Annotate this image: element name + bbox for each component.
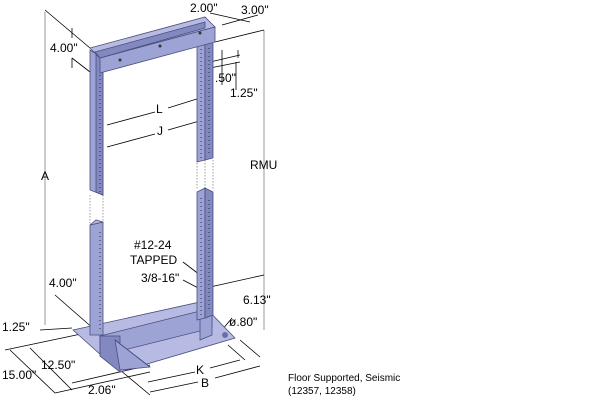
dim-a: A (41, 169, 49, 183)
dim-base-edge: 1.25" (2, 320, 30, 334)
dim-base-inner-depth: 12.50" (41, 358, 75, 372)
dim-top-depth-inner: 2.00" (190, 1, 218, 15)
dim-base-inset: 2.06" (88, 383, 116, 397)
dimension-labels: 2.00" 3.00" 4.00" .50" 1.25" L J A RMU #… (2, 1, 277, 397)
caption: Floor Supported, Seismic (12357, 12358) (288, 373, 400, 397)
dim-top-height: 4.00" (50, 41, 78, 55)
break-lines (89, 160, 214, 225)
right-upright (196, 32, 214, 321)
thread-label-2: TAPPED (130, 253, 177, 267)
dim-b: B (201, 376, 209, 390)
thread-label-3: 3/8-16" (141, 271, 179, 285)
dim-hole-diameter: ø.80" (229, 315, 257, 329)
dim-base-offset: 6.13" (243, 293, 271, 307)
left-upright (89, 49, 104, 336)
caption-models: (12357, 12358) (288, 386, 356, 397)
dim-base-height: 4.00" (49, 276, 77, 290)
dim-hole-spacing: .50" (215, 71, 236, 85)
dim-hole-pitch: 1.25" (230, 86, 258, 100)
caption-title: Floor Supported, Seismic (288, 373, 400, 384)
dim-k: K (196, 363, 204, 377)
dim-l: L (156, 102, 163, 116)
thread-label-1: #12-24 (134, 238, 172, 252)
dim-base-depth: 15.00" (2, 368, 36, 382)
dim-j: J (157, 124, 163, 138)
top-crossbar (89, 16, 216, 74)
dim-rmu: RMU (250, 158, 277, 172)
dim-top-depth-outer: 3.00" (241, 3, 269, 17)
